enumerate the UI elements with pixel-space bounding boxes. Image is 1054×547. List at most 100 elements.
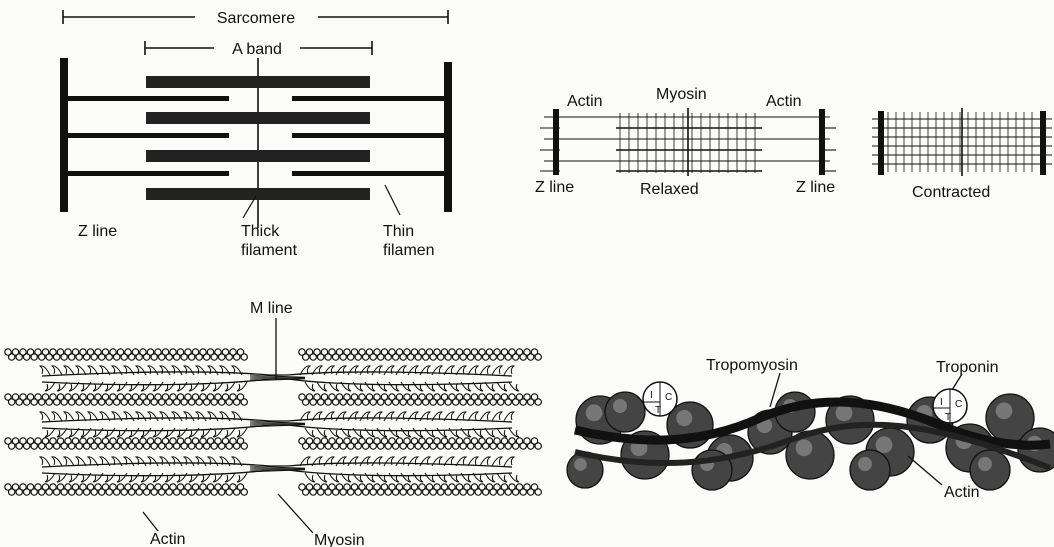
myosin-head: [360, 366, 370, 375]
myosin-head: [408, 366, 418, 375]
globule-highlight: [996, 402, 1013, 419]
myosin-head: [52, 412, 62, 421]
thick-filament: [146, 188, 370, 200]
myosin-head: [372, 457, 382, 466]
troponin-complex: I C T: [933, 389, 967, 423]
myosin-head: [389, 473, 399, 482]
actin-bead: [241, 354, 247, 360]
myosin-head: [148, 366, 158, 375]
troponin-subunit-label: C: [955, 399, 962, 410]
myosin-head: [220, 412, 230, 421]
actin-bead: [535, 399, 541, 405]
myosin-head: [449, 428, 459, 437]
myosin-head: [40, 457, 50, 466]
actin-label: Actin: [150, 531, 186, 547]
myosin-head: [184, 366, 194, 375]
myosin-head: [117, 428, 127, 437]
troponin-subunit-label: T: [945, 412, 951, 423]
myosin-head: [437, 428, 447, 437]
relaxed-sarcomere: [540, 108, 836, 176]
myosin-head: [324, 366, 334, 375]
myosin-head: [105, 473, 115, 482]
myosin-head: [136, 457, 146, 466]
myosin-head: [196, 457, 206, 466]
z-line-right: [1040, 111, 1046, 175]
z-line-right: [819, 109, 825, 175]
myosin-head: [372, 412, 382, 421]
myosin-head: [124, 366, 134, 375]
actin-bead: [535, 354, 541, 360]
myosin-head: [225, 428, 235, 437]
myosin-head: [348, 457, 358, 466]
thick-filament: [146, 112, 370, 124]
myosin-head: [449, 473, 459, 482]
actin-bead: [241, 443, 247, 449]
myosin-head: [384, 412, 394, 421]
myosin-head: [225, 382, 235, 391]
actin-left-label: Actin: [567, 93, 603, 110]
myosin-head: [136, 412, 146, 421]
myosin-head: [504, 366, 514, 375]
sarcomere-label: Sarcomere: [217, 10, 295, 27]
myosin-head: [480, 412, 490, 421]
z-line-right-label: Z line: [796, 179, 835, 196]
myosin-head: [437, 473, 447, 482]
z-line-label: Z line: [78, 223, 117, 240]
myosin-head: [317, 473, 327, 482]
myosin-head: [237, 473, 247, 482]
myosin-head: [153, 428, 163, 437]
myosin-head: [208, 366, 218, 375]
actin-bead: [535, 489, 541, 495]
thin-filament-panel: I C T I C T Tropomyosin Troponin Actin: [567, 357, 1054, 501]
thin-filaments: [66, 96, 446, 176]
myosin-head: [136, 366, 146, 375]
myosin-head: [177, 382, 187, 391]
actin-label: Actin: [944, 484, 980, 501]
myosin-head: [52, 457, 62, 466]
globule-highlight: [586, 404, 603, 421]
myosin-head: [184, 457, 194, 466]
myosin-head: [492, 457, 502, 466]
thick-filament-label-line2: filament: [241, 242, 298, 259]
myosin-head: [184, 412, 194, 421]
myosin-head: [396, 412, 406, 421]
actin-leader: [908, 456, 942, 485]
troponin-label: Troponin: [936, 359, 999, 376]
myosin-head: [105, 428, 115, 437]
globule-highlight: [613, 399, 627, 413]
myosin-head: [396, 457, 406, 466]
myosin-head: [64, 366, 74, 375]
myosin-head: [305, 473, 315, 482]
myosin-head: [165, 382, 175, 391]
globule-highlight: [796, 439, 813, 456]
myosin-head: [208, 457, 218, 466]
globule-highlight: [574, 458, 587, 471]
troponin-subunit-label: I: [650, 390, 653, 401]
myosin-head: [196, 366, 206, 375]
thick-filament: [146, 150, 370, 162]
thin-filament-label-line1: Thin: [383, 223, 414, 240]
myosin-head: [348, 412, 358, 421]
myosin-head: [497, 473, 507, 482]
myosin-filaments: [40, 366, 519, 482]
globule-highlight: [978, 457, 992, 471]
myosin-head: [372, 366, 382, 375]
myosin-head: [492, 412, 502, 421]
thick-filament-label-line1: Thick: [241, 223, 280, 240]
myosin-head: [220, 366, 230, 375]
myosin-head: [413, 473, 423, 482]
filament-panel: M line Actin Myosin: [5, 300, 542, 547]
myosin-head: [153, 382, 163, 391]
z-line-left: [878, 111, 884, 175]
myosin-head: [172, 457, 182, 466]
myosin-label: Myosin: [314, 532, 365, 547]
myosin-backbone: [42, 372, 512, 376]
myosin-head: [148, 412, 158, 421]
actin-bead: [241, 489, 247, 495]
myosin-head: [509, 473, 519, 482]
myosin-head: [425, 382, 435, 391]
actin-leader: [143, 512, 158, 531]
myosin-head: [237, 382, 247, 391]
myosin-head: [365, 428, 375, 437]
